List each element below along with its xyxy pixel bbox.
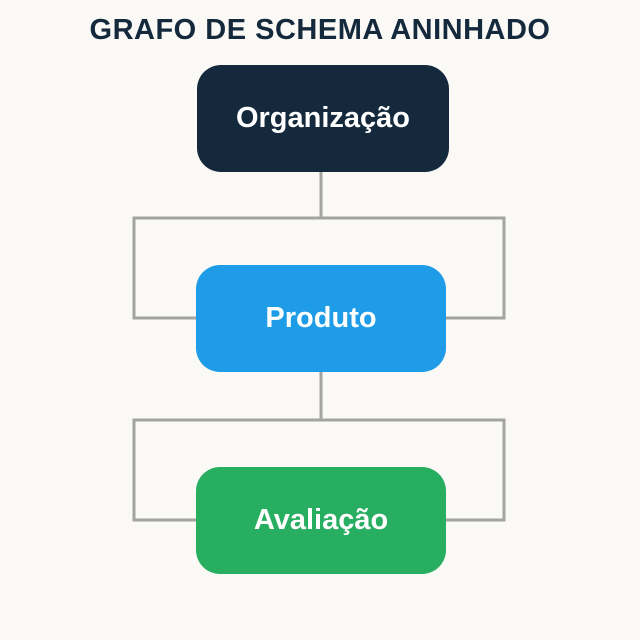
- node-avaliacao: Avaliação: [196, 467, 446, 574]
- edge-organizacao-produto-bracket: [132, 216, 506, 320]
- node-organizacao-label: Organização: [235, 102, 411, 134]
- node-organizacao: Organização: [197, 65, 449, 172]
- page-title: GRAFO DE SCHEMA ANINHADO: [89, 14, 551, 46]
- node-produto: Produto: [196, 265, 446, 372]
- node-avaliacao-label: Avaliação: [253, 504, 389, 536]
- edge-produto-avaliacao-bracket: [132, 418, 506, 522]
- node-produto-label: Produto: [265, 302, 377, 334]
